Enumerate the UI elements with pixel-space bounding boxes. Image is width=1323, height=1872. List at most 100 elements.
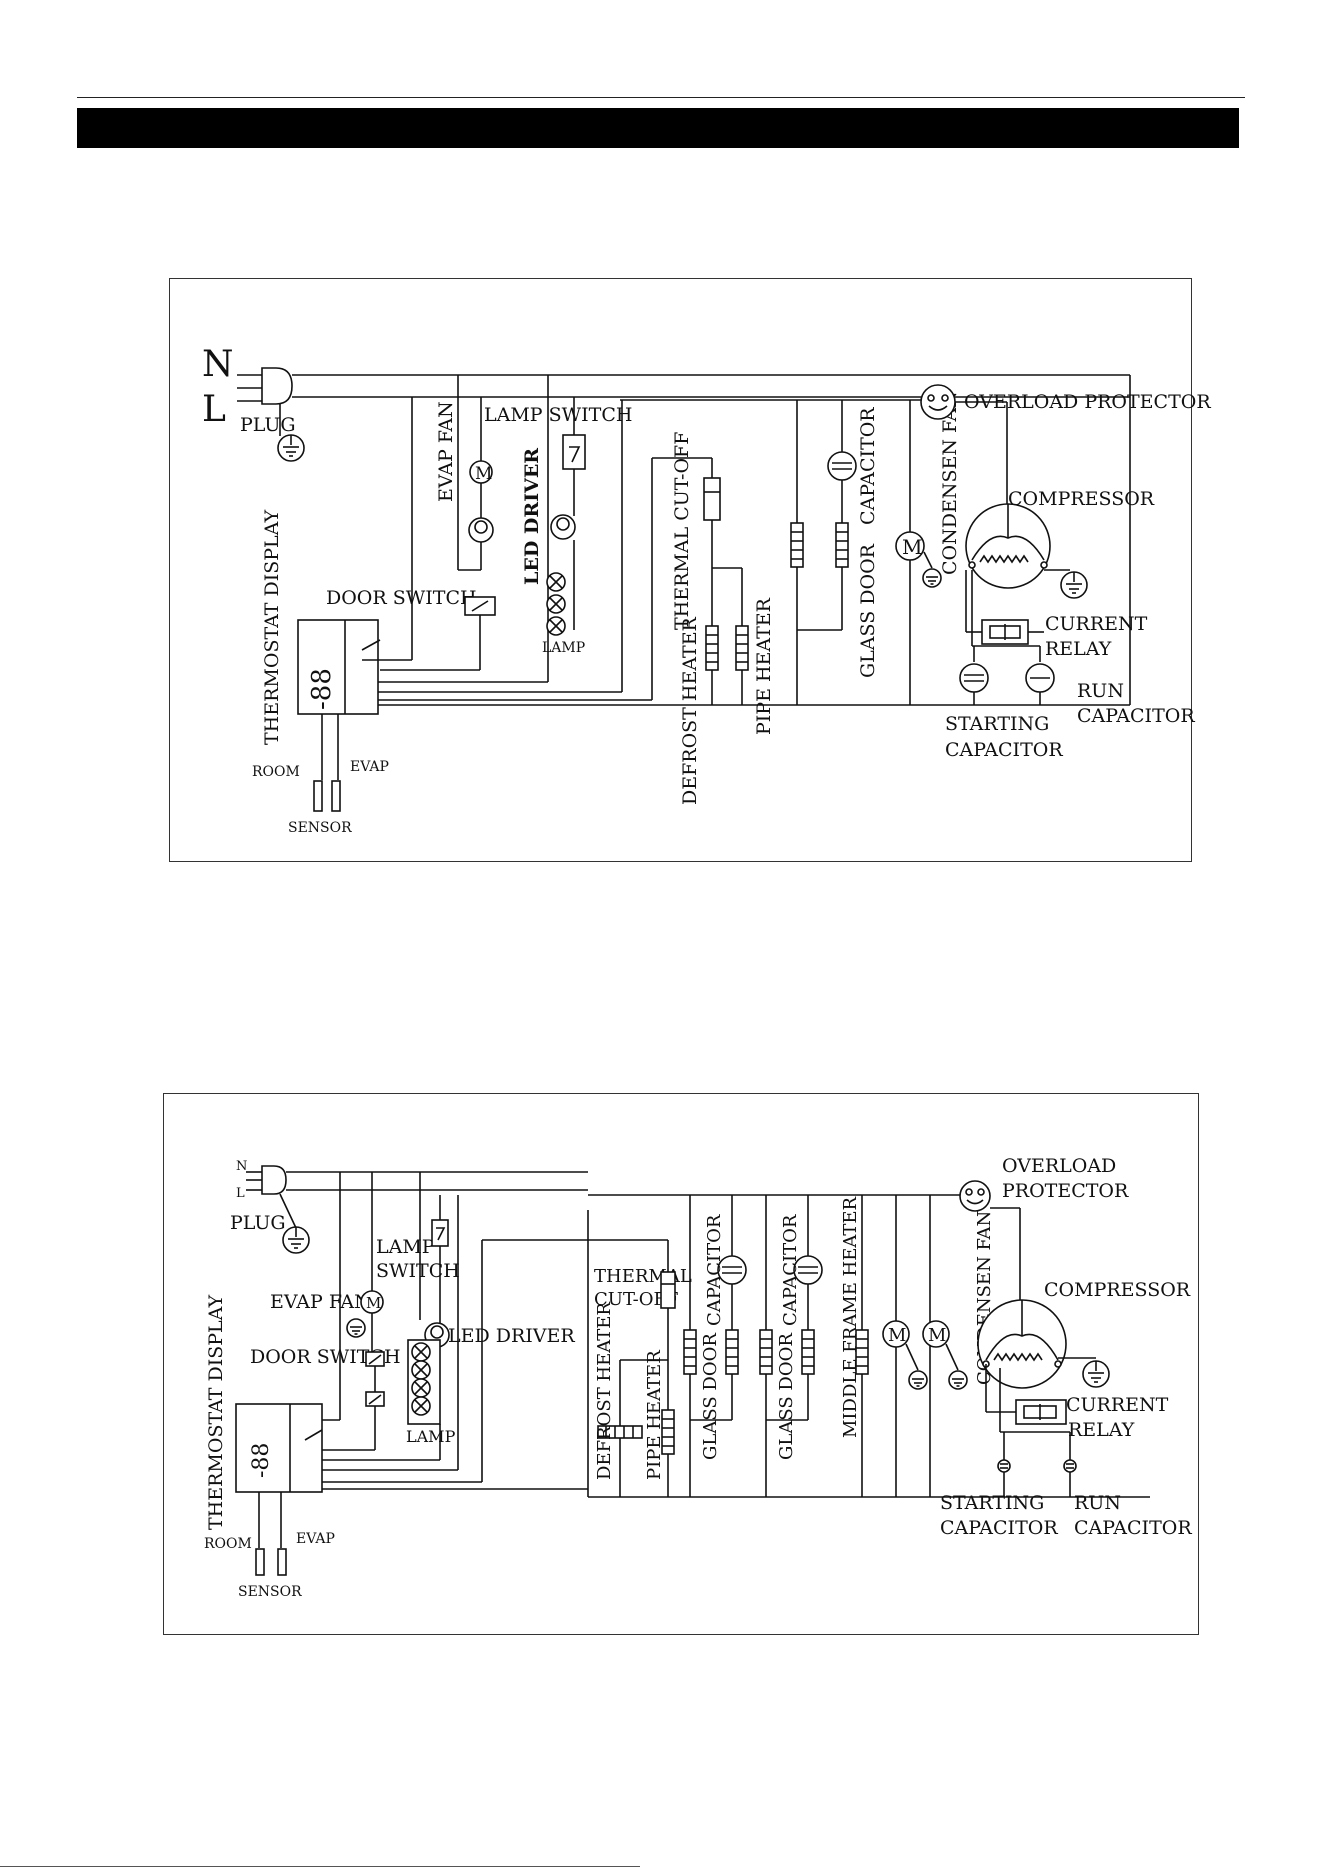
lamp-switch-label-1: LAMP [376,1236,435,1258]
glass-door-heater-icon [725,1329,739,1375]
thermal-label: THERMAL [594,1266,692,1287]
door-switch-label: DOOR SWITCH [250,1346,401,1368]
svg-text:-88: -88 [249,1443,274,1478]
lamp-switch-label-2: SWITCH [376,1260,460,1282]
glass-door-heater-icon [801,1329,815,1375]
run-capacitor-label: CAPACITOR [1074,1517,1192,1539]
condenser-fan-motor-icon: M [922,1320,950,1348]
diagram-frame-1 [169,278,1192,862]
door-switch-icon [365,1351,385,1367]
glass-door-heater-icon [683,1329,697,1375]
thermostat-display-label: THERMOSTAT DISPLAY [205,1294,227,1530]
capacitor-b-label: CAPACITOR [780,1214,801,1326]
ground-icon [1082,1360,1110,1388]
capacitor-a-label: CAPACITOR [704,1214,725,1326]
lamp-icon [411,1396,431,1416]
middle-frame-heater-label: MIDDLE FRAME HEATER [840,1196,861,1438]
thermostat-display-icon: -88 [297,619,379,715]
lamp-label: LAMP [542,640,585,656]
cutoff-label: CUT-OFF [594,1289,678,1310]
compressor-icon [977,1299,1067,1389]
glass-door-heater-icon [835,522,849,568]
compressor-label: COMPRESSOR [1044,1279,1191,1301]
ground-icon [282,1226,310,1254]
led-driver-label: LED DRIVER [521,448,543,585]
starting-capacitor-label: CAPACITOR [945,739,1063,761]
lamp-switch-icon [562,434,586,470]
room-label: ROOM [204,1536,252,1552]
run-label: RUN [1074,1492,1121,1514]
svg-text:M: M [902,535,922,559]
glass-door-a-label: GLASS DOOR [700,1333,721,1460]
overload-protector-icon [920,384,956,420]
led-driver-label: LED DRIVER [448,1325,575,1347]
ground-icon [277,434,305,462]
sensor-label: SENSOR [238,1584,302,1600]
n-label: N [236,1159,247,1174]
diagram-frame-2 [163,1093,1199,1635]
lamp-icon [546,572,566,592]
ground-icon [908,1370,928,1390]
lamp-label: LAMP [406,1427,456,1446]
relay-label: RELAY [1068,1419,1135,1441]
thermal-cutoff-icon [703,477,721,521]
diagram-1: N L PLUG EVAP FAN M LAMP SWITCH [202,344,1211,836]
pipe-heater-label: PIPE HEATER [753,597,775,735]
protector-label: PROTECTOR [1002,1180,1129,1202]
svg-text:M: M [366,1294,381,1312]
door-switch-icon [464,596,496,616]
top-rule [77,97,1245,98]
overload-protector-icon [959,1180,991,1212]
condenser-fan-motor-icon: M [895,531,925,561]
thermal-cutoff-label: THERMAL CUT-OFF [671,432,693,630]
current-label: CURRENT [1066,1394,1169,1416]
sensor-label: SENSOR [288,820,352,836]
evap-fan-driver-icon [468,517,494,543]
relay-label: RELAY [1045,638,1112,660]
door-switch-icon [365,1391,385,1407]
svg-text:M: M [475,464,492,484]
l-label: L [236,1186,245,1201]
ground-icon [346,1318,366,1338]
evap-fan-label: EVAP FAN [435,401,457,502]
plug-label: PLUG [230,1212,286,1234]
defrost-heater-icon [705,625,719,671]
starting-capacitor-icon [997,1459,1011,1473]
starting-capacitor-icon [959,663,989,693]
plug-icon [237,367,293,436]
evap-sensor-label: EVAP [350,759,389,775]
glass-door-b-label: GLASS DOOR [776,1333,797,1460]
thermostat-display-label: THERMOSTAT DISPLAY [261,509,283,745]
compressor-icon [965,503,1051,589]
title-bar [77,108,1239,148]
evap-fan-motor-icon: M [469,460,493,484]
defrost-heater-label: DEFROST HEATER [594,1302,615,1480]
lamp-switch-label: LAMP SWITCH [484,404,632,426]
plug-icon [246,1165,297,1229]
svg-text:M: M [888,1325,906,1346]
current-relay-icon [981,619,1029,645]
lamp-icon [546,594,566,614]
overload-label: OVERLOAD [1002,1155,1116,1177]
l-label: L [202,389,226,430]
compressor-label: COMPRESSOR [1008,488,1155,510]
current-relay-icon [1015,1399,1067,1425]
starting-capacitor-label: CAPACITOR [940,1517,1058,1539]
evap-sensor-label: EVAP [296,1531,335,1547]
current-label: CURRENT [1045,613,1148,635]
run-capacitor-icon [1025,663,1055,693]
condensen-fan-label: CONDENSEN FAN [939,391,961,575]
lamp-icon [411,1342,431,1362]
glass-door-heater-icon [759,1329,773,1375]
lamp-icon [546,616,566,636]
ground-icon [1060,571,1088,599]
starting-label: STARTING [940,1492,1044,1514]
led-driver-icon [550,514,576,540]
defrost-heater-label: DEFROST HEATER [679,616,701,805]
lamp-icon [411,1360,431,1380]
lamp-switch-icon [431,1219,449,1247]
lamp-icon [411,1378,431,1398]
bottom-rule [0,1866,640,1867]
evap-fan-motor-icon: M [360,1290,384,1314]
